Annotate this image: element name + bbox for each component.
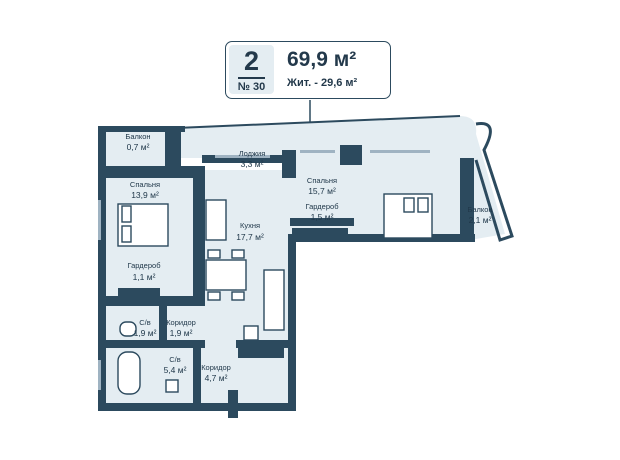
- room-name: С/в: [169, 355, 181, 364]
- room-area: 0,7 м²: [127, 142, 150, 152]
- apartment-number: № 30: [237, 81, 266, 93]
- room-area: 13,9 м²: [131, 190, 159, 200]
- loggia-rail: [175, 115, 461, 129]
- room-name: Гардероб: [306, 202, 339, 211]
- apartment-info-card: 2 № 30 69,9 м² Жит. - 29,6 м²: [225, 41, 391, 99]
- room-area: 1,9 м²: [170, 328, 193, 338]
- living-area: Жит. - 29,6 м²: [287, 77, 358, 89]
- toilet: [119, 321, 137, 337]
- room-name: Гардероб: [128, 261, 161, 270]
- room-name: Балкон: [467, 205, 492, 214]
- room-area: 15,7 м²: [308, 186, 336, 196]
- room-labels: Балкон 0,7 м² Спальня 13,9 м² Гардероб 1…: [125, 132, 492, 383]
- room-name: Коридор: [201, 363, 231, 372]
- sofa: [205, 199, 227, 241]
- room-name: Спальня: [307, 176, 337, 185]
- room-area: 1,5 м²: [311, 212, 334, 222]
- dining-table: [205, 259, 247, 291]
- room-name: Балкон: [125, 132, 150, 141]
- rooms-count: 2: [243, 46, 260, 76]
- room-area: 1,1 м²: [133, 272, 156, 282]
- shower: [165, 379, 179, 393]
- appliance: [243, 325, 259, 341]
- room-name: Спальня: [130, 180, 160, 189]
- room-area: 2,1 м²: [469, 215, 492, 225]
- total-area: 69,9 м²: [287, 48, 357, 71]
- room-name: С/в: [139, 318, 151, 327]
- furniture: [117, 193, 433, 395]
- room-name: Лоджия: [239, 149, 266, 158]
- balcony-right-rail: [474, 122, 514, 242]
- room-area: 5,4 м²: [164, 365, 187, 375]
- badge-divider: [238, 77, 265, 79]
- floor-fill: [104, 116, 505, 405]
- windows: [98, 150, 430, 390]
- room-area: 4,7 м²: [205, 373, 228, 383]
- rooms-count-badge: 2 № 30: [229, 45, 274, 94]
- room-area: 17,7 м²: [236, 232, 264, 242]
- room-area: 3,3 м²: [241, 159, 264, 169]
- room-area: 1,9 м²: [134, 328, 157, 338]
- room-name: Коридор: [166, 318, 196, 327]
- kitchen-counter: [263, 269, 285, 331]
- wardrobes: [118, 228, 348, 358]
- room-name: Кухня: [240, 221, 260, 230]
- balcony-left-rail: [99, 131, 105, 171]
- bathtub: [117, 351, 141, 395]
